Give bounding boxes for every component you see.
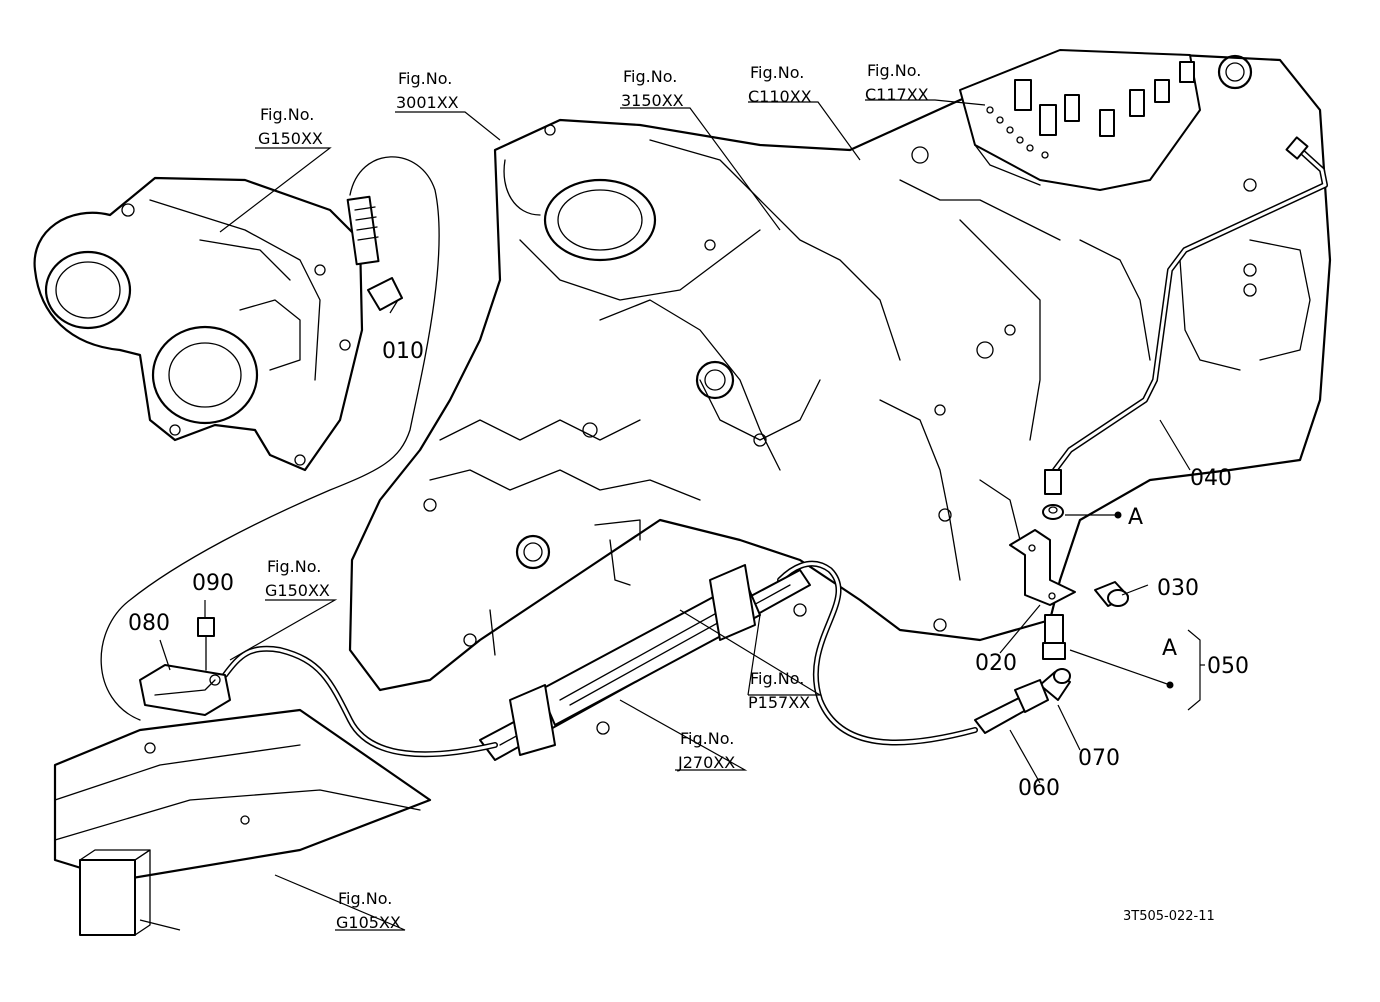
elbow-070	[1039, 668, 1071, 701]
svg-text:C110XX: C110XX	[748, 87, 812, 106]
svg-text:Fig.No.: Fig.No.	[623, 67, 677, 86]
transmission-case	[348, 53, 1332, 692]
svg-text:Fig.No.: Fig.No.	[260, 105, 314, 124]
hose-left	[222, 645, 498, 758]
svg-text:Fig.No.: Fig.No.	[267, 557, 321, 576]
clamp-080	[139, 664, 231, 716]
hydraulic-valve-block	[959, 49, 1253, 191]
fig-ref-p157: Fig.No. P157XX	[748, 669, 810, 712]
marker-a-top: A	[1128, 505, 1143, 530]
svg-text:3150XX: 3150XX	[621, 91, 684, 110]
part-label-030: 030	[1157, 576, 1199, 601]
frame-rail	[53, 708, 432, 936]
svg-text:P157XX: P157XX	[748, 693, 810, 712]
nipple-060	[974, 679, 1049, 734]
hose-loop	[777, 560, 978, 746]
part-label-020: 020	[975, 651, 1017, 676]
front-axle-housing	[33, 176, 364, 472]
fig-ref-c117: Fig.No. C117XX	[865, 61, 929, 104]
part-label-060: 060	[1018, 776, 1060, 801]
svg-text:Fig.No.: Fig.No.	[867, 61, 921, 80]
svg-text:Fig.No.: Fig.No.	[338, 889, 392, 908]
steering-cylinder	[479, 519, 811, 761]
a-group-dot	[1166, 681, 1174, 689]
part-label-010: 010	[382, 339, 424, 364]
fig-ref-3001: Fig.No. 3001XX	[396, 69, 459, 112]
part-label-050: 050	[1207, 654, 1249, 679]
fig-ref-c110: Fig.No. C110XX	[748, 63, 812, 106]
fig-ref-j270: Fig.No. J270XX	[677, 729, 735, 772]
marker-a-group: A	[1162, 636, 1177, 661]
part-label-070: 070	[1078, 746, 1120, 771]
svg-text:G105XX: G105XX	[336, 913, 401, 932]
part-label-090: 090	[192, 571, 234, 596]
svg-text:Fig.No.: Fig.No.	[750, 63, 804, 82]
svg-text:G150XX: G150XX	[265, 581, 330, 600]
svg-text:J270XX: J270XX	[677, 753, 735, 772]
svg-text:Fig.No.: Fig.No.	[750, 669, 804, 688]
drawing-code: 3T505-022-11	[1123, 909, 1215, 924]
hose-upper-left	[100, 156, 440, 721]
bracket-020	[1009, 529, 1076, 606]
svg-text:C117XX: C117XX	[865, 85, 929, 104]
bolt-090	[197, 617, 215, 671]
part-label-080: 080	[128, 611, 170, 636]
part-label-040: 040	[1190, 466, 1232, 491]
svg-text:Fig.No.: Fig.No.	[680, 729, 734, 748]
fitting-010	[346, 195, 403, 311]
leader-lines	[139, 99, 1205, 931]
a-top-dot	[1114, 511, 1122, 519]
svg-text:G150XX: G150XX	[258, 129, 323, 148]
fig-ref-3150: Fig.No. 3150XX	[621, 67, 684, 110]
fig-ref-g150-top: Fig.No. G150XX	[258, 105, 323, 148]
fig-ref-g150-left: Fig.No. G150XX	[265, 557, 330, 600]
pipe-040	[1042, 136, 1328, 520]
connector-050	[1042, 614, 1066, 660]
svg-text:Fig.No.: Fig.No.	[398, 69, 452, 88]
fig-ref-g105: Fig.No. G105XX	[336, 889, 401, 932]
svg-text:3001XX: 3001XX	[396, 93, 459, 112]
